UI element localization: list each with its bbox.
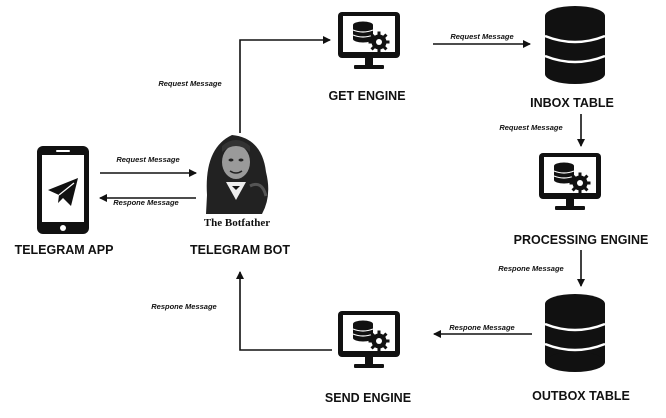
outbox-database-icon [543, 292, 607, 374]
telegram-bot-label: TELEGRAM BOT [190, 243, 290, 257]
edge-label-inbox-to-processing: Request Message [499, 123, 562, 132]
botfather-icon: The Botfather [204, 135, 270, 229]
botfather-caption: The Botfather [204, 217, 270, 229]
arrow-send-to-bot [236, 271, 332, 351]
send-engine-icon [337, 310, 401, 369]
telegram-app-label: TELEGRAM APP [15, 243, 114, 257]
smartphone-telegram-icon [37, 146, 89, 234]
edge-label-get-to-inbox: Request Message [450, 32, 513, 41]
processing-engine-icon [538, 152, 602, 211]
processing-engine-label: PROCESSING ENGINE [514, 233, 649, 247]
edge-label-bot-to-app: Respone Message [113, 198, 178, 207]
edge-label-processing-to-outbox: Respone Message [498, 264, 563, 273]
get-engine-icon [337, 11, 401, 70]
edge-label-send-to-bot: Respone Message [151, 302, 216, 311]
arrow-bot-to-get [239, 36, 331, 133]
inbox-table-label: INBOX TABLE [530, 96, 614, 110]
edge-label-app-to-bot: Request Message [116, 155, 179, 164]
edge-label-bot-to-get: Request Message [158, 79, 221, 88]
edge-label-outbox-to-send: Respone Message [449, 323, 514, 332]
send-engine-label: SEND ENGINE [325, 391, 411, 405]
outbox-table-label: OUTBOX TABLE [532, 389, 630, 403]
inbox-database-icon [543, 4, 607, 86]
get-engine-label: GET ENGINE [328, 89, 405, 103]
